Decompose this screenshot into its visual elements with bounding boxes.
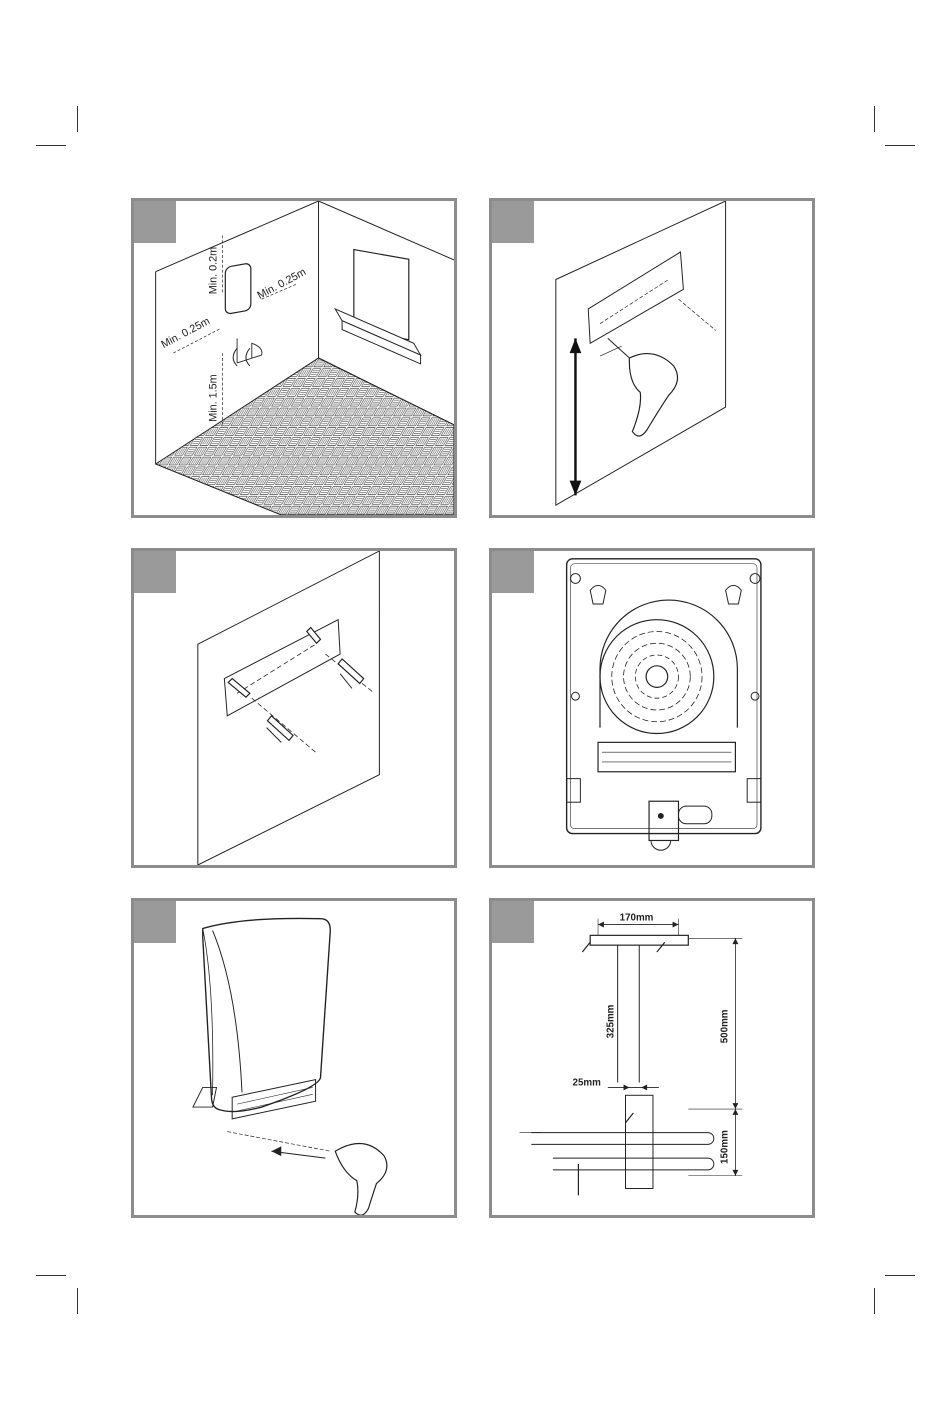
crop-mark [874,106,875,132]
panel-drilling-template [489,198,815,518]
panel-wall-plugs [131,548,457,868]
panel-installation-clearances: Min. 0.2m Min. 0.25m Min. 0.25m Min. 1.5… [131,198,457,518]
crop-mark [885,145,915,146]
crop-mark [36,1275,66,1276]
panel-heater-rear-view [489,548,815,868]
panel-fixing-heater [131,898,457,1218]
dim-top-clearance: Min. 0.2m [207,247,219,294]
panel-mounting-dimensions: 170mm 325mm 500mm 25mm 150mm [489,898,815,1218]
dim-lower-height: 150mm [720,1130,731,1164]
crop-mark [885,1275,915,1276]
crop-mark [77,106,78,132]
crop-mark [36,145,66,146]
dim-floor-clearance: Min. 1.5m [207,374,219,421]
heater-rear-illustration [492,551,812,865]
wall-plugs-illustration [134,551,454,865]
crop-mark [874,1288,875,1314]
room-clearance-illustration: Min. 0.2m Min. 0.25m Min. 0.25m Min. 1.5… [134,201,454,515]
dim-height-left: 325mm [606,1004,617,1038]
drilling-illustration [492,201,812,515]
dim-left-clearance: Min. 0.25m [159,315,212,351]
dim-bracket-width: 170mm [620,913,654,924]
dim-height-right: 500mm [720,1009,731,1043]
mounting-dimensions-drawing: 170mm 325mm 500mm 25mm 150mm [492,901,812,1215]
crop-mark [77,1288,78,1314]
heater-fixing-illustration [134,901,454,1215]
dim-right-clearance: Min. 0.25m [255,266,308,302]
dim-screw-gap: 25mm [573,1077,602,1088]
